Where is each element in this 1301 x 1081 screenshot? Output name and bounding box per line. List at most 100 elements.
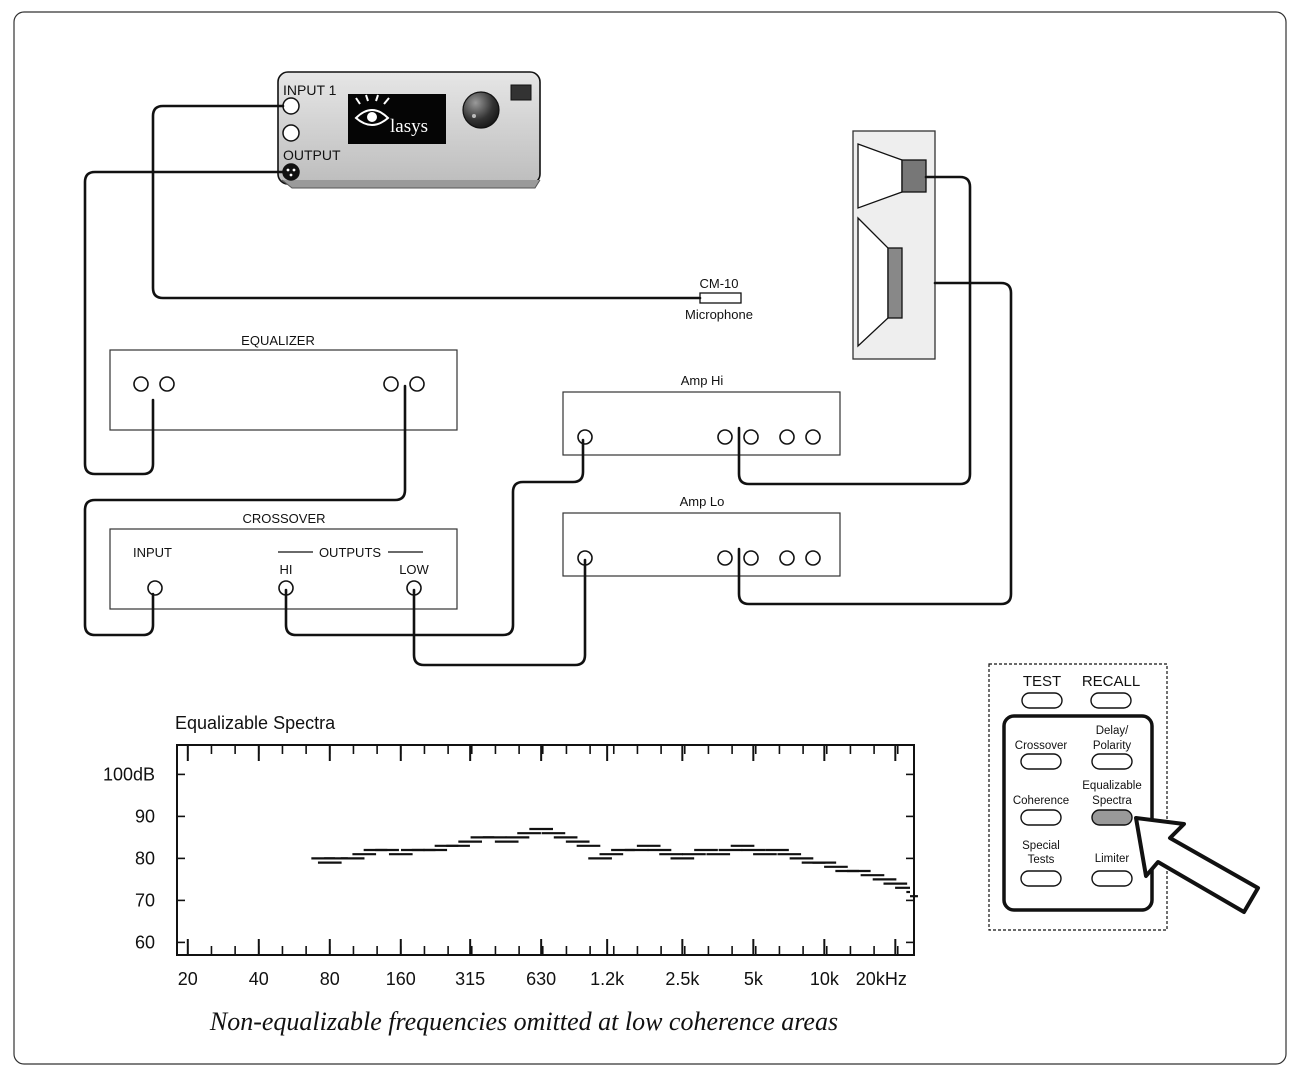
- eqspectra-mode-label-line2: Spectra: [1092, 795, 1132, 807]
- analyzer-input1-jack[interactable]: [282, 97, 300, 115]
- test-button[interactable]: [1021, 692, 1063, 709]
- coherence-mode-label: Coherence: [1013, 795, 1069, 807]
- cable-equalizer-to-crossover: [83, 384, 407, 637]
- x-tick-label: 80: [320, 969, 340, 989]
- recall-button[interactable]: [1090, 692, 1132, 709]
- analyzer-brand: lasys: [390, 116, 428, 137]
- coherence-button[interactable]: [1020, 809, 1062, 826]
- crossover-box: [109, 528, 458, 610]
- analyzer-output-label: OUTPUT: [283, 147, 341, 163]
- chart-plot-area: [176, 744, 915, 956]
- analyzer-power-button[interactable]: [510, 84, 532, 101]
- analyzer-input1-label: INPUT 1: [283, 82, 337, 98]
- crossover-mode-button[interactable]: [1020, 753, 1062, 770]
- analyzer-input2-jack[interactable]: [282, 124, 300, 142]
- limiter-button[interactable]: [1091, 870, 1133, 887]
- x-tick-label: 5k: [744, 969, 764, 989]
- equalizer-out-jack-2[interactable]: [409, 376, 425, 392]
- cable-crossover-hi-to-amp-hi: [284, 438, 585, 637]
- amp-hi-input-jack[interactable]: [577, 429, 593, 445]
- limiter-mode-label: Limiter: [1095, 853, 1130, 865]
- knob-indicator-icon: [472, 114, 476, 118]
- cable-amp-hi-to-tweeter: [737, 175, 972, 486]
- crossover-outputs-label: OUTPUTS: [319, 545, 381, 560]
- speaker-cabinet: [852, 130, 936, 360]
- amp-lo-box: [562, 512, 841, 577]
- analyzer-knob[interactable]: [462, 91, 500, 129]
- crossover-title: CROSSOVER: [242, 511, 325, 526]
- crossover-hi-label: HI: [280, 562, 293, 577]
- chart-y-axis-labels: 100dB 90 80 70 60: [103, 764, 155, 952]
- woofer-magnet: [887, 247, 903, 319]
- amp-lo-output-jack-1[interactable]: [717, 550, 733, 566]
- equalizer-in-jack-2[interactable]: [159, 376, 175, 392]
- microphone-icon: [699, 292, 742, 304]
- chart-caption: Non-equalizable frequencies omitted at l…: [209, 1007, 838, 1036]
- cables: [83, 104, 1013, 667]
- amp-hi-output-jack-4[interactable]: [805, 429, 821, 445]
- equalizable-spectra-button[interactable]: [1091, 809, 1133, 826]
- x-tick-label: 1.2k: [590, 969, 625, 989]
- tweeter-magnet: [901, 159, 927, 193]
- eqspectra-mode-label-line1: Equalizable: [1082, 780, 1141, 792]
- microphone-label: Microphone: [685, 307, 753, 322]
- analyzer-display: [348, 94, 446, 144]
- x-tick-label: 630: [526, 969, 556, 989]
- y-tick-label: 80: [135, 848, 155, 868]
- amp-hi-box: [562, 391, 841, 456]
- pointer-arrow-icon: [1134, 816, 1260, 914]
- y-tick-label: 100dB: [103, 764, 155, 784]
- mode-group-border: [1002, 714, 1154, 912]
- delay-mode-label-line1: Delay/: [1096, 725, 1129, 737]
- chart-title: Equalizable Spectra: [175, 713, 336, 733]
- amp-lo-unit: Amp Lo: [562, 494, 841, 577]
- chart-x-axis-labels: 20 40 80 160 315 630 1.2k 2.5k 5k 10k 20kHz: [178, 969, 907, 989]
- amp-lo-output-jack-4[interactable]: [805, 550, 821, 566]
- microphone-model: CM-10: [699, 276, 738, 291]
- analyzer-shadow: [281, 179, 541, 189]
- equalizer-in-jack-1[interactable]: [133, 376, 149, 392]
- eye-logo-icon: [354, 94, 390, 126]
- amp-hi-output-jack-2[interactable]: [743, 429, 759, 445]
- analyzer-output-jack[interactable]: [282, 163, 300, 181]
- recall-label: RECALL: [1082, 673, 1140, 690]
- special-mode-label-line2: Tests: [1028, 854, 1055, 866]
- crossover-low-label: LOW: [399, 562, 429, 577]
- y-tick-label: 70: [135, 890, 155, 910]
- special-mode-label-line1: Special: [1022, 840, 1060, 852]
- crossover-input-jack[interactable]: [147, 580, 163, 596]
- amp-lo-output-jack-3[interactable]: [779, 550, 795, 566]
- x-tick-label: 160: [386, 969, 416, 989]
- cable-output-to-equalizer: [83, 170, 285, 476]
- cable-crossover-low-to-amp-lo: [412, 558, 587, 667]
- delay-mode-label-line2: Polarity: [1093, 740, 1132, 752]
- x-tick-label: 40: [249, 969, 269, 989]
- amp-hi-unit: Amp Hi: [562, 373, 841, 456]
- equalizable-spectra-chart: Equalizable Spectra 100dB 90 80 70 60 20 40 80…: [103, 713, 918, 989]
- equalizer-out-jack-1[interactable]: [383, 376, 399, 392]
- delay-polarity-button[interactable]: [1091, 753, 1133, 770]
- amp-lo-title: Amp Lo: [680, 494, 725, 509]
- amp-lo-output-jack-2[interactable]: [743, 550, 759, 566]
- equalizer-unit: EQUALIZER: [109, 333, 458, 431]
- amp-hi-output-jack-1[interactable]: [717, 429, 733, 445]
- y-tick-label: 90: [135, 806, 155, 826]
- x-tick-label: 20kHz: [856, 969, 907, 989]
- x-tick-label: 20: [178, 969, 198, 989]
- control-panel-border: [988, 663, 1168, 931]
- x-tick-label: 315: [455, 969, 485, 989]
- crossover-mode-label: Crossover: [1015, 740, 1068, 752]
- x-tick-label: 10k: [810, 969, 840, 989]
- amp-hi-title: Amp Hi: [681, 373, 724, 388]
- crossover-input-label: INPUT: [133, 545, 172, 560]
- y-tick-label: 60: [135, 932, 155, 952]
- amp-hi-output-jack-3[interactable]: [779, 429, 795, 445]
- control-panel: TEST RECALL Crossover Delay/ Polarity Co…: [988, 663, 1260, 931]
- cable-mic-to-input1: [151, 104, 702, 300]
- x-tick-label: 2.5k: [665, 969, 700, 989]
- special-tests-button[interactable]: [1020, 870, 1062, 887]
- test-label: TEST: [1023, 673, 1061, 690]
- cable-amp-lo-to-woofer: [737, 281, 1013, 606]
